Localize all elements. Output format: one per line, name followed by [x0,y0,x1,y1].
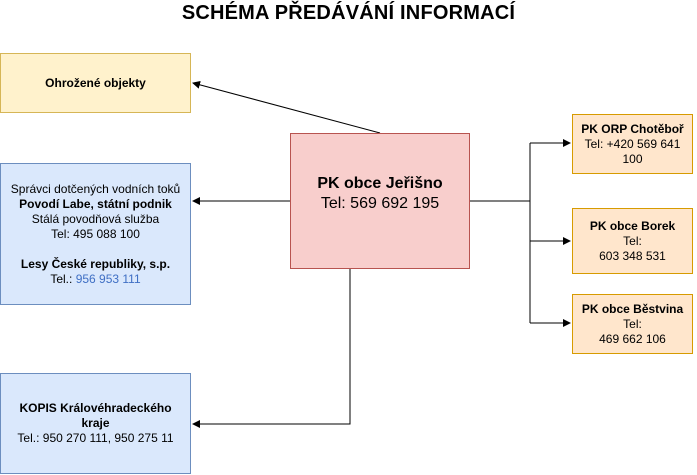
ohrozene-label: Ohrožené objekty [45,75,146,90]
node-pk-obce-jerisno: PK obce Jeřišno Tel: 569 692 195 [290,133,470,269]
node-kopis: KOPIS Královéhradeckého kraje Tel.: 950 … [0,373,191,474]
node-spravci-vodnich-toku: Správci dotčených vodních toků Povodí La… [0,163,191,305]
node-pk-orp-chotebor: PK ORP Chotěboř Tel: +420 569 641 100 [572,114,693,174]
center-tel: Tel: 569 692 195 [320,195,440,212]
bestvina-tel-label: Tel: [623,316,642,331]
spravci-heading: Správci dotčených vodních toků [10,181,181,196]
kopis-tel: Tel.: 950 270 111, 950 275 11 [17,431,174,445]
lesy-cr-tel-prefix: Tel.: [50,271,76,286]
edge-center-to-ohrozene [192,80,381,134]
kopis-name: KOPIS Královéhradeckého kraje [19,401,172,430]
lesy-cr-tel-link[interactable]: 956 953 111 [75,271,141,286]
node-ohrozene-objekty: Ohrožené objekty [0,53,191,113]
lesy-cr-name: Lesy České republiky, s.p. [20,256,171,271]
lesy-cr-tel: Tel.: 956 953 111 [50,272,140,287]
borek-tel: 603 348 531 [599,248,666,263]
povodi-labe-tel: Tel: 495 088 100 [51,226,140,241]
povodi-labe-name: Povodí Labe, státní podnik [19,196,172,211]
node-pk-obce-bestvina: PK obce Běstvina Tel: 469 662 106 [572,294,693,354]
diagram-title: SCHÉMA PŘEDÁVÁNÍ INFORMACÍ [181,2,516,24]
bestvina-name: PK obce Běstvina [581,301,684,316]
orp-name: PK ORP Chotěboř [581,121,684,136]
borek-name: PK obce Borek [589,218,676,233]
borek-tel-label: Tel: [623,233,642,248]
edge-center-to-kopis [192,269,351,428]
povodnova-sluzba: Stálá povodňová služba [31,211,160,226]
center-name: PK obce Jeřišno [317,175,443,192]
node-pk-obce-borek: PK obce Borek Tel: 603 348 531 [572,208,693,274]
orp-tel: Tel: +420 569 641 100 [584,136,681,166]
bestvina-tel: 469 662 106 [599,331,666,346]
